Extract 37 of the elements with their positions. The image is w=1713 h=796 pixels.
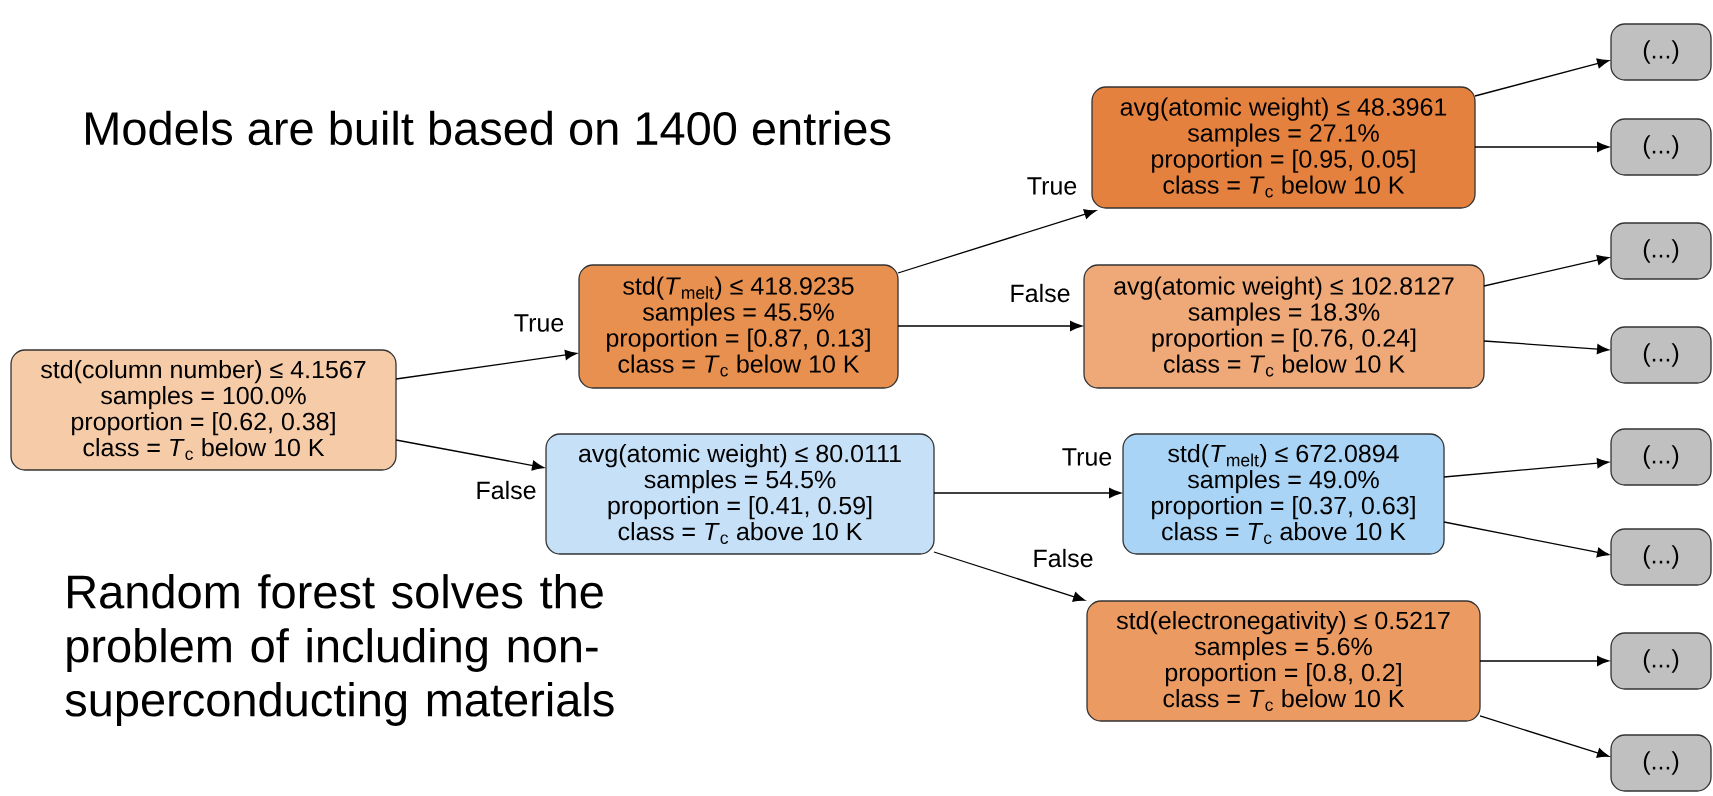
arrow xyxy=(395,349,578,380)
ellipsis-box: (...) xyxy=(1610,326,1712,384)
edge-label: True xyxy=(1060,447,1114,467)
arrow xyxy=(933,551,1086,602)
arrow xyxy=(1443,521,1610,558)
ellipsis-box: (...) xyxy=(1610,528,1712,586)
decision-node-box: avg(atomic weight) ≤ 48.3961 samples = 27.1% proportion = [0.95, 0.05] class = T$_{c}$ below 10 K xyxy=(1091,86,1476,209)
arrow xyxy=(1479,715,1610,758)
decision-node-box: std(column number) ≤ 4.1567 samples = 100.0% proportion = [0.62, 0.38] class = T$_{c}$ below 10 K xyxy=(10,349,397,471)
decision-node-box: std(electronegativity) ≤ 0.5217 samples = 5.6% proportion = [0.8, 0.2] class = T$_{c}$ below 10 K xyxy=(1086,600,1481,722)
arrow xyxy=(1474,58,1610,97)
arrow xyxy=(1474,142,1610,152)
edge-label: False xyxy=(1031,547,1095,569)
arrow xyxy=(1483,340,1610,355)
arrow xyxy=(1479,656,1610,666)
arrow xyxy=(933,488,1122,498)
ellipsis-box: (...) xyxy=(1610,734,1712,792)
edge-label: False xyxy=(1008,282,1072,304)
ellipsis-box: (...) xyxy=(1610,632,1712,690)
edge-label: True xyxy=(512,313,566,333)
edge-label: True xyxy=(1025,176,1079,196)
arrow xyxy=(897,321,1083,331)
decision-node-box: avg(atomic weight) ≤ 102.8127 samples = 18.3% proportion = [0.76, 0.24] class = T$_{c}$ below 10 K xyxy=(1083,264,1485,389)
decision-node-box: std(T$_{melt}$) ≤ 672.0894 samples = 49.0% proportion = [0.37, 0.63] class = T$_{c}$ above 10 K xyxy=(1122,433,1445,555)
decision-node-box: avg(atomic weight) ≤ 80.0111 samples = 54.5% proportion = [0.41, 0.59] class = T$_{c}$ above 10 K xyxy=(545,433,935,555)
arrow xyxy=(1443,458,1610,478)
edge-label: False xyxy=(474,479,538,501)
ellipsis-box: (...) xyxy=(1610,23,1712,81)
ellipsis-box: (...) xyxy=(1610,118,1712,176)
decision-node-box: std(T$_{melt}$) ≤ 418.9235 samples = 45.5% proportion = [0.87, 0.13] class = T$_{c}$ below 10 K xyxy=(578,264,899,389)
note-text: Random forest solves the problem of including non-superconducting materials xyxy=(65,574,614,726)
arrow xyxy=(1483,255,1610,287)
ellipsis-box: (...) xyxy=(1610,222,1712,280)
arrow xyxy=(395,439,545,471)
arrow xyxy=(897,209,1097,274)
ellipsis-box: (...) xyxy=(1610,428,1712,486)
note-text: Models are built based on 1400 entries xyxy=(86,110,891,146)
